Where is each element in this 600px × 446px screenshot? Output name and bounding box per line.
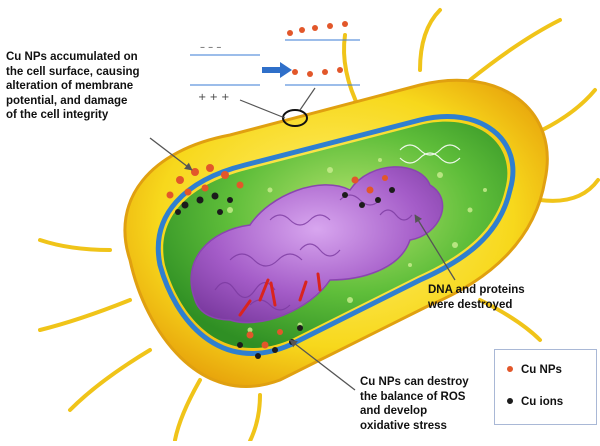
- legend: Cu NPs Cu ions: [494, 349, 597, 425]
- svg-text:+ + +: + + +: [198, 92, 230, 103]
- label-ros-oxidative-stress: Cu NPs can destroy the balance of ROS an…: [360, 375, 500, 433]
- label-surface-accumulation: Cu NPs accumulated on the cell surface, …: [6, 50, 196, 123]
- legend-label: Cu ions: [521, 396, 563, 408]
- svg-text:– – –: – – –: [200, 42, 221, 53]
- legend-swatch-cu-nps: [507, 366, 513, 372]
- label-dna-destroyed: DNA and proteins were destroyed: [428, 283, 568, 312]
- legend-item: Cu ions: [507, 396, 563, 410]
- legend-item: Cu NPs: [507, 364, 562, 378]
- legend-swatch-cu-ions: [507, 398, 513, 404]
- legend-label: Cu NPs: [521, 364, 562, 376]
